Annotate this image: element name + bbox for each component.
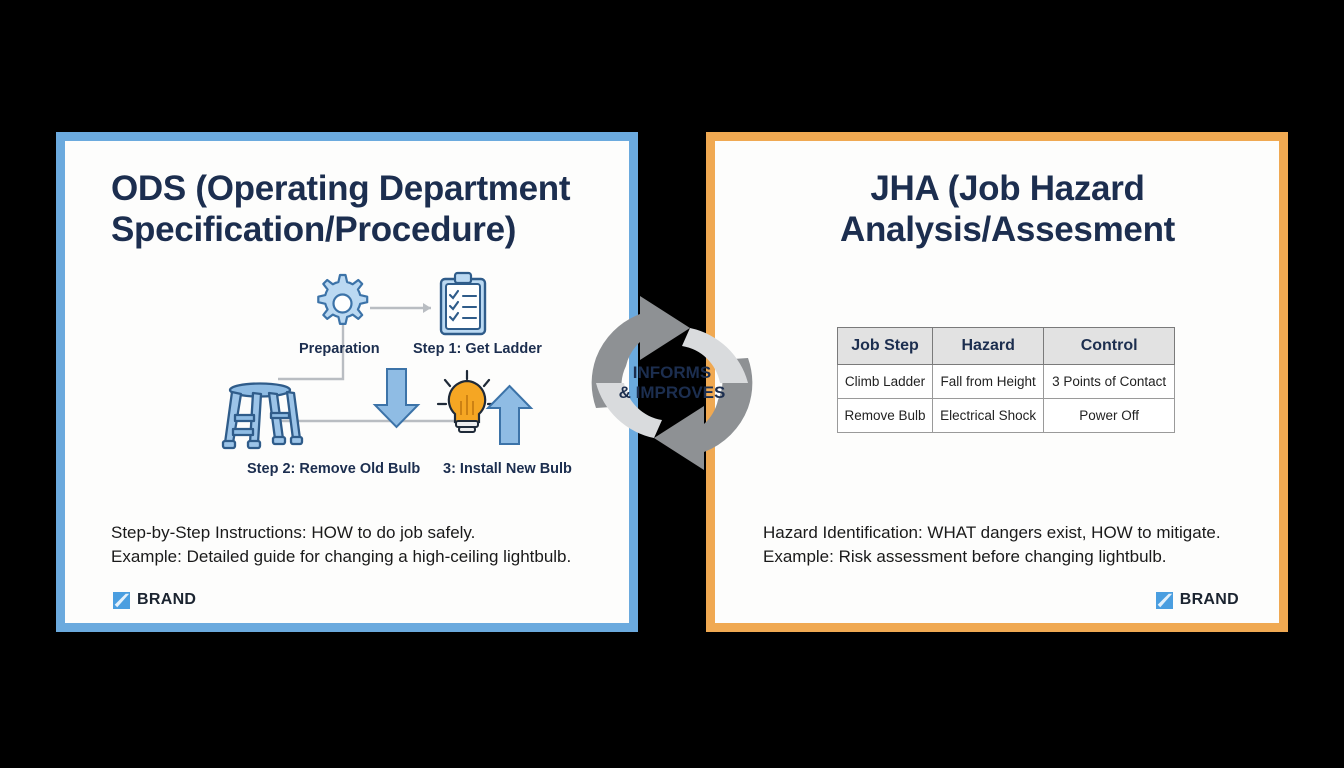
jha-panel: JHA (Job Hazard Analysis/Assesment Job S… — [706, 132, 1288, 632]
brand-label-left: BRAND — [137, 591, 197, 608]
down-arrow-icon — [372, 368, 421, 429]
jha-title: JHA (Job Hazard Analysis/Assesment — [755, 169, 1260, 251]
jha-title-line-1: JHA (Job Hazard — [870, 169, 1145, 208]
table-row: Remove Bulb Electrical Shock Power Off — [836, 398, 1175, 433]
gear-icon — [317, 273, 369, 325]
jha-title-line-2: Analysis/Assesment — [839, 209, 1176, 249]
cycle-arrows-icon — [591, 296, 753, 470]
clipboard-checklist-icon — [439, 271, 487, 336]
table-header-row: Job Step Hazard Control — [836, 327, 1175, 365]
jha-description-line-1: Hazard Identification: WHAT dangers exis… — [763, 523, 1221, 542]
connector-step1-to-step2 — [278, 308, 345, 381]
jha-description: Hazard Identification: WHAT dangers exis… — [763, 521, 1221, 569]
cycle-arc-light-right — [682, 328, 748, 383]
flow-svg — [221, 271, 534, 450]
ods-description-line-2: Example: Detailed guide for changing a h… — [111, 547, 572, 567]
ods-panel: ODS (Operating Department Specification/… — [56, 132, 638, 632]
flow-label-step-3: 3: Install New Bulb — [443, 461, 572, 477]
brand-logo-right: BRAND — [1155, 591, 1239, 609]
table-header-control: Control — [1043, 327, 1175, 365]
up-arrow-icon — [485, 384, 534, 445]
table-cell-job-step: Remove Bulb — [836, 398, 934, 433]
table-cell-control: Power Off — [1043, 398, 1175, 433]
step-ladder-icon — [221, 382, 304, 450]
brand-mark-icon — [1155, 591, 1173, 609]
ods-description: Step-by-Step Instructions: HOW to do job… — [111, 521, 571, 569]
cycle-arrow-upper — [591, 296, 690, 408]
table-row: Climb Ladder Fall from Height 3 Points o… — [836, 364, 1175, 399]
table-cell-job-step: Climb Ladder — [836, 364, 934, 399]
jha-description-line-2: Example: Risk assessment before changing… — [763, 547, 1167, 567]
connector-arrowhead-1 — [423, 303, 431, 313]
table-header-job-step: Job Step — [836, 327, 934, 365]
ods-title: ODS (Operating Department Specification/… — [111, 169, 571, 249]
table-header-hazard: Hazard — [932, 327, 1045, 365]
brand-mark-icon — [113, 591, 130, 609]
flow-label-step-2: Step 2: Remove Old Bulb — [247, 461, 421, 477]
brand-label-right: BRAND — [1179, 591, 1239, 608]
cycle-arrow-lower — [654, 358, 753, 470]
ods-description-line-1: Step-by-Step Instructions: HOW to do job… — [111, 523, 476, 542]
jha-table: Job Step Hazard Control Climb Ladder Fal… — [836, 327, 1175, 433]
flow-label-preparation: Preparation — [299, 341, 380, 357]
table-cell-control: 3 Points of Contact — [1043, 364, 1175, 399]
flow-label-step-1: Step 1: Get Ladder — [413, 341, 542, 357]
lightbulb-icon — [436, 369, 498, 433]
ods-flow-diagram: Preparation Step 1: Get Ladder Step 2: R… — [185, 261, 572, 491]
cycle-arc-light-left — [596, 383, 662, 438]
brand-logo-left: BRAND — [113, 591, 196, 609]
table-cell-hazard: Electrical Shock — [932, 398, 1045, 433]
table-cell-hazard: Fall from Height — [932, 364, 1045, 399]
